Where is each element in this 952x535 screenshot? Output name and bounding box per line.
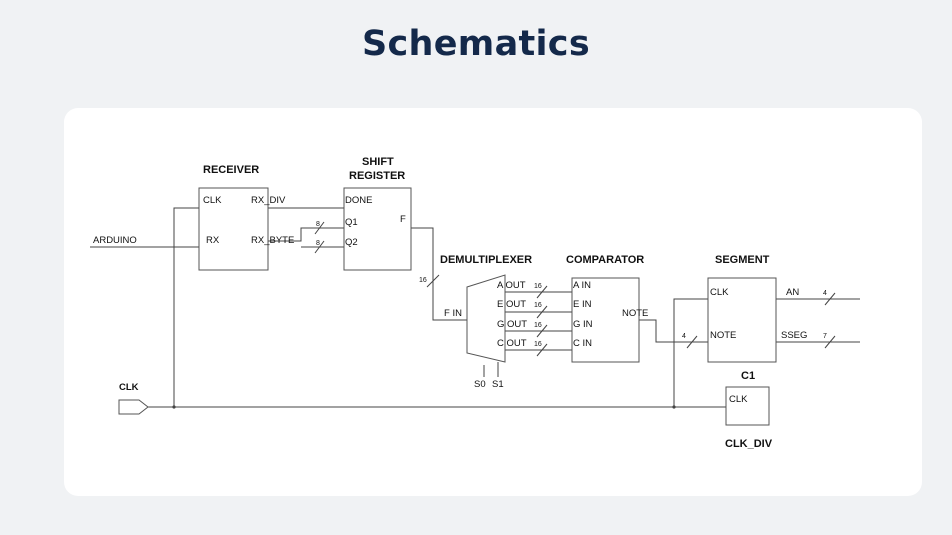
comparator-e-in-pin: E IN xyxy=(573,299,592,310)
bus-width-e: 16 xyxy=(534,302,542,309)
segment-title: SEGMENT xyxy=(715,254,770,266)
receiver-clk-pin: CLK xyxy=(203,195,222,206)
receiver-block: RECEIVER CLK RX_DIV RX RX_BYTE xyxy=(198,164,294,271)
arduino-input-label: ARDUINO xyxy=(93,235,137,246)
demultiplexer-g-out-pin: G OUT xyxy=(497,319,527,330)
shift-register-done-pin: DONE xyxy=(345,195,372,206)
shift-register-q2-pin: Q2 xyxy=(345,237,358,248)
demultiplexer-s1-pin: S1 xyxy=(492,379,504,390)
segment-an-pin: AN xyxy=(786,287,799,298)
clk-div-clk-pin: CLK xyxy=(729,394,748,405)
shift-register-title-line2: REGISTER xyxy=(349,170,405,182)
segment-clk-junction-dot xyxy=(672,405,676,409)
shift-register-q1-pin: Q1 xyxy=(345,217,358,228)
schematic-card: 8 8 16 16 16 16 16 4 4 7 ARDUINO CLK REC… xyxy=(64,108,922,496)
comparator-g-in-pin: G IN xyxy=(573,319,593,330)
clk-div-title: C1 xyxy=(741,370,755,382)
clk-junction-dot xyxy=(172,405,176,409)
bus-width-q1: 8 xyxy=(316,221,320,228)
shift-register-title-line1: SHIFT xyxy=(362,156,394,168)
bus-width-an: 4 xyxy=(823,290,827,297)
bus-width-note: 4 xyxy=(682,333,686,340)
comparator-block: COMPARATOR A IN E IN G IN C IN NOTE xyxy=(566,254,648,363)
clk-div-block: C1 CLK CLK_DIV xyxy=(725,370,773,450)
segment-note-pin: NOTE xyxy=(710,330,736,341)
bus-width-g: 16 xyxy=(534,322,542,329)
segment-block: SEGMENT CLK NOTE AN SSEG xyxy=(707,254,807,363)
shift-register-f-pin: F xyxy=(400,214,406,225)
demultiplexer-f-in-pin: F IN xyxy=(444,308,462,319)
receiver-rx-pin: RX xyxy=(206,235,220,246)
bus-width-q2: 8 xyxy=(316,240,320,247)
segment-clk-pin: CLK xyxy=(710,287,729,298)
page-title: Schematics xyxy=(361,24,590,64)
demultiplexer-block: DEMULTIPLEXER F IN A OUT E OUT G OUT C O… xyxy=(440,254,532,390)
demultiplexer-a-out-pin: A OUT xyxy=(497,280,526,291)
demultiplexer-s0-pin: S0 xyxy=(474,379,486,390)
receiver-rx-div-pin: RX_DIV xyxy=(251,195,286,206)
bus-width-c: 16 xyxy=(534,341,542,348)
demultiplexer-e-out-pin: E OUT xyxy=(497,299,526,310)
demultiplexer-c-out-pin: C OUT xyxy=(497,338,527,349)
bus-width-markers: 8 8 16 16 16 16 16 4 4 7 xyxy=(314,221,836,357)
comparator-c-in-pin: C IN xyxy=(573,338,592,349)
receiver-title: RECEIVER xyxy=(203,164,259,176)
clk-input-port xyxy=(118,399,149,415)
shift-register-block: SHIFT REGISTER DONE Q1 Q2 F xyxy=(343,156,412,271)
schematic-diagram: 8 8 16 16 16 16 16 4 4 7 ARDUINO CLK REC… xyxy=(90,156,860,450)
bus-width-f: 16 xyxy=(419,277,427,284)
receiver-rx-byte-pin: RX_BYTE xyxy=(251,235,294,246)
comparator-note-pin: NOTE xyxy=(622,308,648,319)
demultiplexer-title: DEMULTIPLEXER xyxy=(440,254,532,266)
comparator-title: COMPARATOR xyxy=(566,254,644,266)
bus-width-a: 16 xyxy=(534,283,542,290)
clk-input-label: CLK xyxy=(119,382,139,393)
wires xyxy=(90,207,860,408)
clk-div-label: CLK_DIV xyxy=(725,438,773,450)
comparator-a-in-pin: A IN xyxy=(573,280,591,291)
segment-sseg-pin: SSEG xyxy=(781,330,807,341)
bus-width-sseg: 7 xyxy=(823,333,827,340)
